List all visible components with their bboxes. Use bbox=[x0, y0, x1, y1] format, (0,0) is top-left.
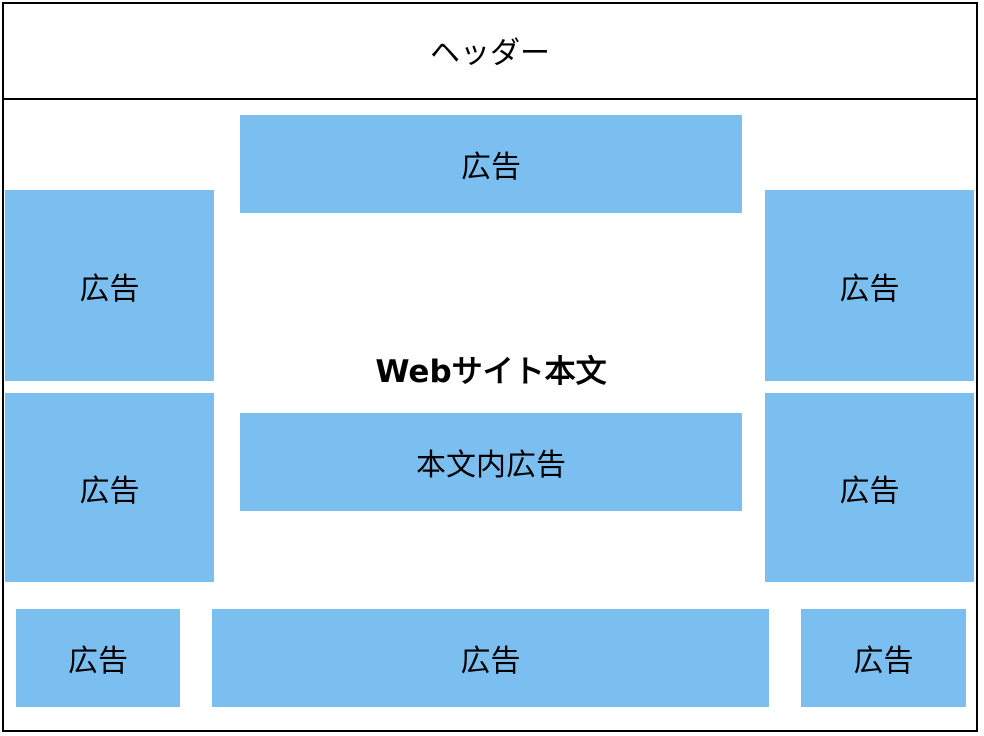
ad-bottom-right: 広告 bbox=[801, 609, 966, 707]
ad-bottom-left: 広告 bbox=[16, 609, 180, 707]
ad-bottom-center: 広告 bbox=[212, 609, 769, 707]
ad-right-lower: 広告 bbox=[765, 393, 974, 582]
ad-right-lower-label: 広告 bbox=[839, 473, 900, 509]
ad-bottom-right-label: 広告 bbox=[853, 644, 914, 679]
header-label: ヘッダー bbox=[430, 36, 550, 71]
ad-top: 広告 bbox=[240, 115, 742, 213]
ad-bottom-center-label: 広告 bbox=[460, 644, 521, 679]
ad-in-content: 本文内広告 bbox=[240, 413, 742, 511]
ad-left-lower-label: 広告 bbox=[79, 473, 140, 509]
ad-bottom-left-label: 広告 bbox=[68, 644, 128, 679]
ad-right-upper: 広告 bbox=[765, 190, 974, 381]
ad-in-content-label: 本文内広告 bbox=[416, 448, 566, 483]
ad-right-upper-label: 広告 bbox=[839, 271, 900, 307]
ad-left-lower: 広告 bbox=[5, 393, 214, 582]
main-content-text: Webサイト本文 bbox=[375, 353, 607, 390]
ad-top-label: 広告 bbox=[461, 150, 521, 185]
ad-left-upper-label: 広告 bbox=[79, 271, 140, 307]
ad-left-upper: 広告 bbox=[5, 190, 214, 381]
header-region: ヘッダー bbox=[2, 2, 978, 100]
main-content-label: Webサイト本文 bbox=[240, 343, 742, 393]
